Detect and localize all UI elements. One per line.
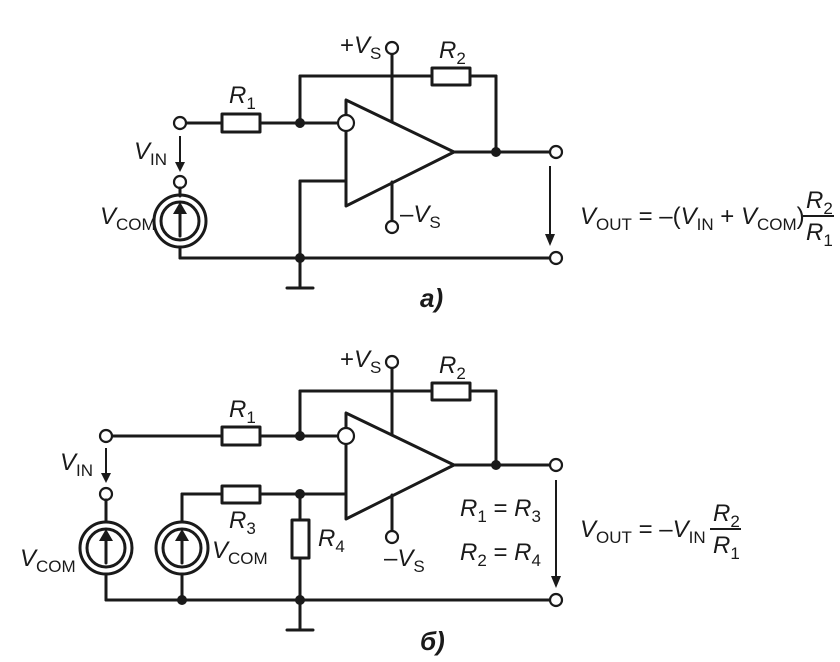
junction <box>295 118 305 128</box>
svg-text:VOUT = –(VIN + VCOM): VOUT = –(VIN + VCOM) <box>580 203 805 234</box>
svg-text:R2: R2 <box>713 500 740 531</box>
inverting-input-bubble <box>336 426 356 446</box>
circuit-b: R1 R2 R3 R4 +VS –VS VIN VCOM VCOM R1 = R… <box>20 346 741 656</box>
junction <box>295 431 305 441</box>
resistor-r2 <box>430 381 472 402</box>
terminal-minus-vs <box>384 529 400 545</box>
equality-r2-r4: R2 = R4 <box>460 539 541 570</box>
junction <box>295 253 305 263</box>
label-r2: R2 <box>439 352 466 383</box>
circuit-a: R1 R2 +VS –VS VIN VCOM VOUT = –(VIN + VC… <box>100 32 834 313</box>
svg-text:R1: R1 <box>806 219 833 250</box>
label-minus-vs: –VS <box>400 201 441 232</box>
caption-a: a) <box>420 283 443 313</box>
source-vcom-2 <box>154 520 210 576</box>
label-r1: R1 <box>229 82 256 113</box>
terminal-output <box>548 144 564 160</box>
op-amp <box>344 411 456 521</box>
svg-text:R2: R2 <box>806 187 833 218</box>
resistor-r1 <box>220 112 262 134</box>
formula-vout-b: VOUT = –VIN R2 R1 <box>580 500 741 563</box>
terminal-plus-vs <box>384 354 400 370</box>
inverting-input-bubble <box>336 113 356 133</box>
terminal-minus-vs <box>384 219 400 235</box>
junction <box>295 489 305 499</box>
source-vcom <box>152 193 208 249</box>
label-r2: R2 <box>439 37 466 68</box>
terminal-input <box>172 115 188 131</box>
junction <box>295 595 305 605</box>
junction <box>491 460 501 470</box>
resistor-r3 <box>220 484 262 505</box>
label-vcom-1: VCOM <box>20 545 76 576</box>
resistor-r1 <box>220 425 262 447</box>
label-vcom-2: VCOM <box>212 537 268 568</box>
terminal-input <box>98 428 114 444</box>
label-vin: VIN <box>134 138 167 169</box>
resistor-r2 <box>430 66 472 87</box>
equality-r1-r3: R1 = R3 <box>460 495 541 526</box>
caption-b: б) <box>420 626 445 656</box>
junction <box>491 147 501 157</box>
label-r4: R4 <box>318 525 345 556</box>
terminal-plus-vs <box>384 40 400 56</box>
arrow-vout <box>545 234 555 246</box>
source-vcom-1 <box>78 520 134 576</box>
resistor-r4 <box>290 518 311 560</box>
arrow-vin <box>175 162 185 172</box>
terminal-source-top <box>98 486 114 502</box>
op-amp <box>344 98 456 208</box>
terminal-ground-output <box>548 250 564 266</box>
label-minus-vs: –VS <box>384 545 425 576</box>
arrow-vout <box>551 576 561 588</box>
formula-vout-a: VOUT = –(VIN + VCOM) R2 R1 <box>580 187 834 250</box>
arrow-vin <box>101 473 111 483</box>
label-r1: R1 <box>229 396 256 427</box>
terminal-source-top <box>172 174 188 190</box>
terminal-output <box>548 457 564 473</box>
label-vin: VIN <box>60 449 93 480</box>
label-vcom: VCOM <box>100 203 156 234</box>
label-r3: R3 <box>229 507 256 538</box>
label-plus-vs: +VS <box>340 346 381 377</box>
label-plus-vs: +VS <box>340 32 381 63</box>
svg-text:VOUT = –VIN: VOUT = –VIN <box>580 516 706 547</box>
svg-text:R1: R1 <box>713 532 740 563</box>
terminal-ground-output <box>548 592 564 608</box>
